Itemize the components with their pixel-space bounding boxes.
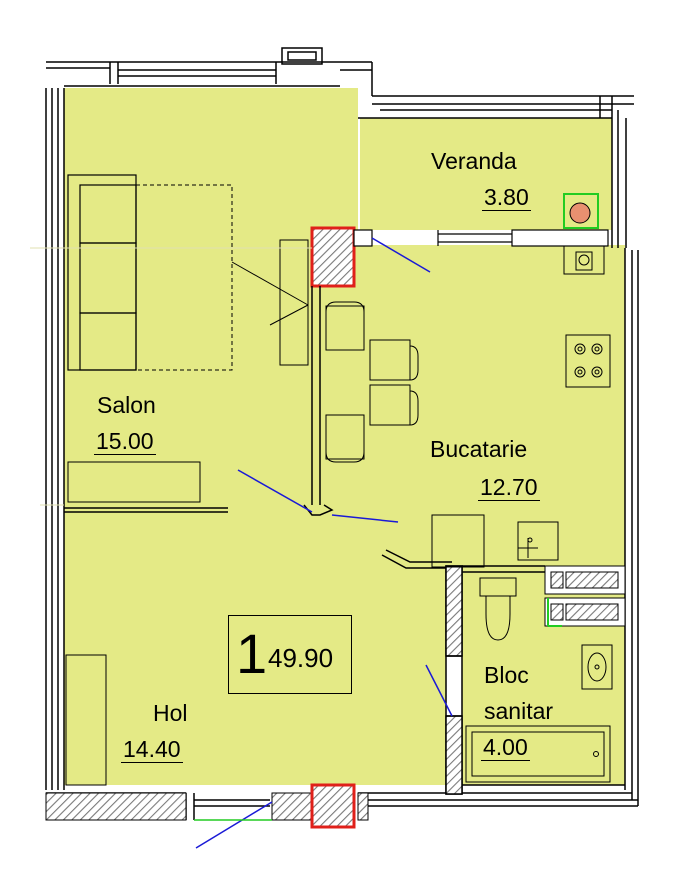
veranda-area: 3.80 xyxy=(482,184,531,211)
veranda-name: Veranda xyxy=(431,148,517,174)
apartment-total-area: 49.90 xyxy=(268,643,334,673)
bloc-sanitar-name-line1: Bloc xyxy=(484,662,529,688)
ventilation-shafts xyxy=(544,565,626,627)
salon-hol-kitchen-floor xyxy=(64,88,625,785)
veranda-drain-marker xyxy=(563,193,599,229)
sofa xyxy=(67,174,137,371)
bloc-sanitar-name-line2: sanitar xyxy=(484,698,554,724)
exterior-walls xyxy=(45,47,639,820)
structural-columns xyxy=(310,226,356,829)
axis-lines xyxy=(30,247,312,506)
column-bottom xyxy=(310,783,356,829)
veranda-threshold xyxy=(353,229,609,247)
bloc-sanitar-area: 4.00 xyxy=(481,734,530,761)
wardrobe xyxy=(65,654,107,786)
hatched-walls xyxy=(45,227,369,828)
tv-stand xyxy=(231,239,309,366)
dining-set xyxy=(325,301,419,463)
rug xyxy=(135,184,233,371)
hol-name: Hol xyxy=(153,700,188,726)
boiler xyxy=(563,245,605,275)
washbasin xyxy=(581,644,613,690)
interior-walls xyxy=(64,286,625,795)
stove xyxy=(565,334,611,388)
door-swing-lines xyxy=(195,237,453,849)
kitchen-counter xyxy=(431,514,559,568)
bucatarie-name: Bucatarie xyxy=(430,436,528,462)
hol-area: 14.40 xyxy=(121,736,183,763)
column-top xyxy=(310,226,356,288)
salon-cabinet xyxy=(67,461,201,503)
bucatarie-area: 12.70 xyxy=(478,474,540,501)
toilet xyxy=(479,577,517,641)
apartment-summary-box xyxy=(228,615,352,694)
salon-area: 15.00 xyxy=(94,428,156,455)
apartment-number: 1 xyxy=(236,622,268,685)
bathtub xyxy=(465,725,611,783)
salon-name: Salon xyxy=(97,392,156,418)
